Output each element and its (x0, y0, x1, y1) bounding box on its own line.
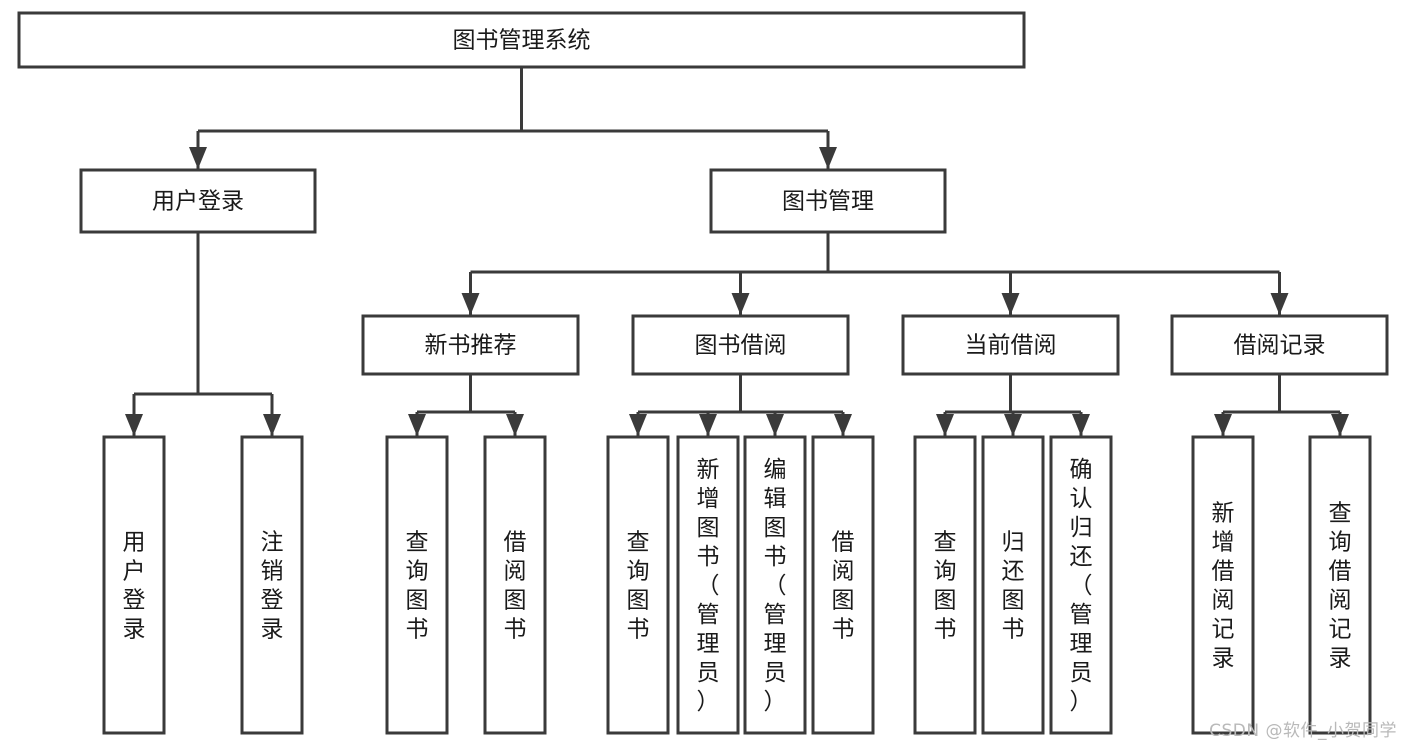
node-label-leaf-query-borrow-record: 查询借阅记录 (1329, 501, 1352, 672)
node-box-user-login[interactable] (79, 168, 317, 234)
arrow-head-icon (1270, 293, 1289, 315)
node-label-borrow-record: 借阅记录 (1234, 333, 1326, 359)
node-book-borrow[interactable]: 图书借阅 (631, 314, 850, 376)
arrow-head-icon (819, 147, 837, 169)
node-box-borrow-record[interactable] (1170, 314, 1389, 376)
arrow-head-icon (731, 293, 750, 315)
node-box-leaf-query-book-bb[interactable] (606, 435, 670, 735)
node-label-leaf-borrow-book-bb: 借阅图书 (832, 530, 855, 643)
node-label-leaf-return-book: 归还图书 (1002, 530, 1025, 643)
node-leaf-edit-book-admin[interactable]: 编辑图书（管理员） (743, 435, 807, 735)
node-leaf-borrow-book-nbr[interactable]: 借阅图书 (483, 435, 547, 735)
arrow-head-icon (629, 414, 647, 436)
arrow-head-icon (1072, 414, 1090, 436)
node-leaf-confirm-return-admin[interactable]: 确认归还（管理员） (1049, 435, 1113, 735)
node-box-leaf-confirm-return-admin[interactable] (1049, 435, 1113, 735)
node-leaf-query-book-cb[interactable]: 查询图书 (913, 435, 977, 735)
node-box-leaf-add-borrow-record[interactable] (1191, 435, 1255, 735)
node-box-leaf-add-book-admin[interactable] (676, 435, 740, 735)
node-box-leaf-user-login[interactable] (102, 435, 166, 735)
node-label-book-borrow: 图书借阅 (695, 333, 787, 359)
node-leaf-query-borrow-record[interactable]: 查询借阅记录 (1308, 435, 1372, 735)
node-box-leaf-return-book[interactable] (981, 435, 1045, 735)
arrow-head-icon (189, 147, 207, 169)
node-box-leaf-edit-book-admin[interactable] (743, 435, 807, 735)
node-user-login[interactable]: 用户登录 (79, 168, 317, 234)
node-box-book-management[interactable] (709, 168, 947, 234)
node-leaf-user-login[interactable]: 用户登录 (102, 435, 166, 735)
arrow-head-icon (263, 414, 281, 436)
node-label-leaf-borrow-book-nbr: 借阅图书 (504, 530, 527, 643)
node-box-current-borrow[interactable] (901, 314, 1120, 376)
node-book-management[interactable]: 图书管理 (709, 168, 947, 234)
arrow-head-icon (461, 293, 480, 315)
node-label-new-book-recommend: 新书推荐 (425, 333, 517, 359)
node-new-book-recommend[interactable]: 新书推荐 (361, 314, 580, 376)
node-label-leaf-query-book-bb: 查询图书 (627, 530, 650, 643)
arrow-head-icon (936, 414, 954, 436)
node-leaf-logout[interactable]: 注销登录 (240, 435, 304, 735)
arrow-head-icon (1331, 414, 1349, 436)
node-label-current-borrow: 当前借阅 (965, 333, 1057, 359)
csdn-watermark: CSDN @软件_小贺同学 (1209, 721, 1397, 741)
node-label-book-management: 图书管理 (782, 189, 874, 215)
arrow-head-icon (408, 414, 426, 436)
arrow-head-icon (766, 414, 784, 436)
node-label-leaf-logout: 注销登录 (261, 530, 284, 643)
node-label-leaf-add-borrow-record: 新增借阅记录 (1212, 501, 1235, 672)
node-borrow-record[interactable]: 借阅记录 (1170, 314, 1389, 376)
node-layer: 图书管理系统用户登录图书管理新书推荐图书借阅当前借阅借阅记录用户登录注销登录查询… (17, 11, 1389, 735)
node-box-leaf-query-book-nbr[interactable] (385, 435, 449, 735)
node-box-new-book-recommend[interactable] (361, 314, 580, 376)
node-label-leaf-add-book-admin: 新增图书（管理员） (697, 457, 720, 715)
node-label-leaf-query-book-cb: 查询图书 (934, 530, 957, 643)
node-label-user-login: 用户登录 (152, 189, 244, 215)
node-leaf-query-book-nbr[interactable]: 查询图书 (385, 435, 449, 735)
node-leaf-query-book-bb[interactable]: 查询图书 (606, 435, 670, 735)
connector-layer (125, 67, 1349, 436)
arrow-head-icon (834, 414, 852, 436)
node-current-borrow[interactable]: 当前借阅 (901, 314, 1120, 376)
node-box-book-borrow[interactable] (631, 314, 850, 376)
node-label-leaf-confirm-return-admin: 确认归还（管理员） (1070, 457, 1093, 715)
arrow-head-icon (1004, 414, 1022, 436)
arrow-head-icon (1001, 293, 1020, 315)
node-label-leaf-user-login: 用户登录 (123, 530, 146, 643)
node-box-leaf-query-book-cb[interactable] (913, 435, 977, 735)
node-box-root[interactable] (17, 11, 1026, 69)
node-box-leaf-borrow-book-bb[interactable] (811, 435, 875, 735)
node-leaf-add-book-admin[interactable]: 新增图书（管理员） (676, 435, 740, 735)
node-leaf-borrow-book-bb[interactable]: 借阅图书 (811, 435, 875, 735)
node-label-leaf-query-book-nbr: 查询图书 (406, 530, 429, 643)
node-box-leaf-logout[interactable] (240, 435, 304, 735)
arrow-head-icon (699, 414, 717, 436)
node-root[interactable]: 图书管理系统 (17, 11, 1026, 69)
arrow-head-icon (506, 414, 524, 436)
node-label-leaf-edit-book-admin: 编辑图书（管理员） (764, 457, 787, 715)
node-box-leaf-borrow-book-nbr[interactable] (483, 435, 547, 735)
arrow-head-icon (1214, 414, 1232, 436)
node-leaf-add-borrow-record[interactable]: 新增借阅记录 (1191, 435, 1255, 735)
node-leaf-return-book[interactable]: 归还图书 (981, 435, 1045, 735)
node-label-root: 图书管理系统 (453, 28, 591, 54)
node-box-leaf-query-borrow-record[interactable] (1308, 435, 1372, 735)
arrow-head-icon (125, 414, 143, 436)
